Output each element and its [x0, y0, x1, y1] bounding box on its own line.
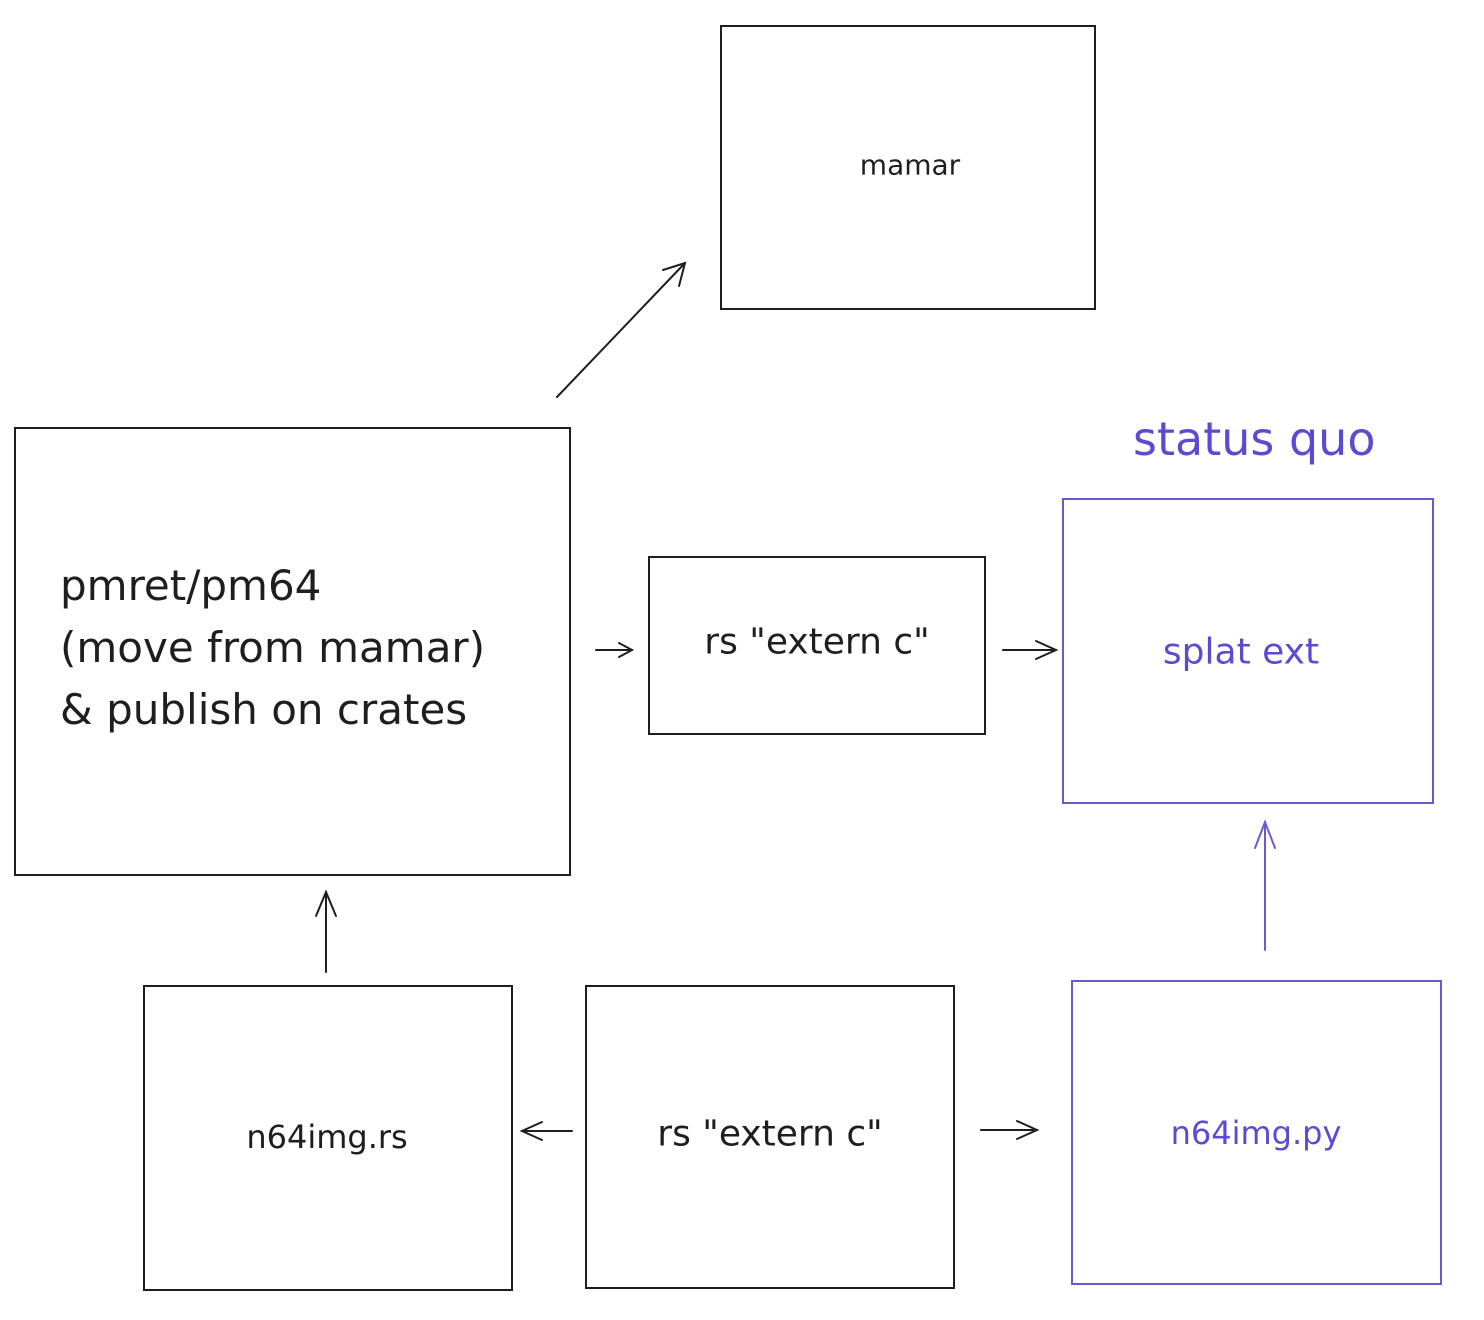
n64img-py-label: n64img.py: [1170, 1114, 1342, 1152]
status-quo-heading: status quo: [1133, 412, 1376, 466]
node-n64img-rs[interactable]: [143, 985, 513, 1291]
node-extern-bottom[interactable]: [585, 985, 955, 1289]
splat-ext-label: splat ext: [1162, 631, 1320, 673]
edge-extern-bottom-to-n64img-py: [980, 1120, 1040, 1140]
pmret-label-line-3: & publish on crates: [60, 685, 468, 734]
edge-pmret-to-mamar: [556, 261, 687, 398]
node-extern-top[interactable]: [648, 556, 986, 735]
node-pmret[interactable]: [14, 427, 571, 876]
edge-extern-bottom-to-n64img-rs: [519, 1121, 573, 1141]
pmret-label-line-2: (move from mamar): [60, 623, 486, 672]
node-mamar[interactable]: [720, 25, 1096, 310]
edge-n64img-rs-to-pmret: [315, 889, 337, 973]
edge-extern-top-to-splat-ext: [1002, 640, 1059, 660]
node-splat-ext[interactable]: [1062, 498, 1434, 804]
extern-top-label: rs "extern c": [704, 621, 930, 663]
extern-bottom-label: rs "extern c": [657, 1113, 883, 1155]
n64img-rs-label: n64img.rs: [246, 1118, 408, 1156]
edge-n64img-py-to-splat-ext: [1254, 819, 1276, 951]
node-n64img-py[interactable]: [1071, 980, 1442, 1285]
pmret-label: pmret/pm64 (move from mamar) & publish o…: [60, 555, 560, 741]
mamar-label: mamar: [859, 148, 961, 182]
edge-pmret-to-extern-top: [595, 642, 635, 658]
pmret-label-line-1: pmret/pm64: [60, 561, 322, 610]
